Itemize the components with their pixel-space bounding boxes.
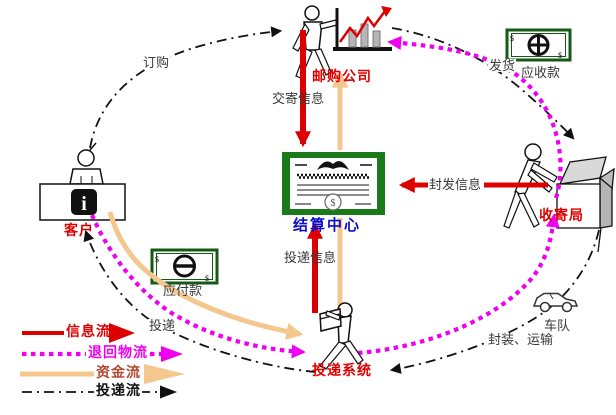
- flow-order-customer-to-company: [89, 26, 283, 149]
- money-payable-icon: $ $: [150, 248, 219, 285]
- flow-payment-customer-to-delivery: [107, 211, 304, 340]
- legend-info-flow-arrow: [109, 323, 135, 343]
- legend-label-capital-flow: 资金流: [96, 366, 141, 381]
- trend-line-icon: [338, 10, 387, 43]
- flow-return-customer-to-delivery: [90, 214, 306, 359]
- flow-transport-office-to-delivery: [389, 229, 600, 374]
- legend-label-return-flow: 退回物流: [88, 346, 148, 361]
- flow-label-payable: 应付款: [163, 283, 203, 298]
- node-label-fleet: 车队: [544, 318, 571, 333]
- seal-symbol: $: [331, 198, 336, 209]
- dollar-symbol: $: [205, 274, 209, 283]
- flow-label-delivery-info: 投递信息: [284, 250, 337, 265]
- flow-label-mailing-info: 交寄信息: [272, 91, 325, 106]
- flow-label-order: 订购: [142, 55, 171, 70]
- dollar-symbol: $: [558, 51, 562, 60]
- collection-person-icon: [503, 143, 558, 229]
- flow-label-dispatch-info: 封发信息: [428, 177, 483, 192]
- car-icon: [532, 292, 579, 313]
- node-label-delivery-system: 投递系统: [312, 364, 372, 379]
- flow-return-delivery-to-office: [357, 213, 560, 356]
- dollar-symbol: $: [510, 34, 514, 43]
- legend-label-info-flow: 信息流: [66, 325, 111, 340]
- legend-delivery-flow-arrow: [160, 385, 177, 399]
- return-flow-lines: [90, 35, 563, 359]
- legend-label-delivery-flow: 投递流: [96, 384, 141, 399]
- flow-return-office-to-company: [387, 35, 563, 199]
- money-receivable-icon: $ $: [505, 28, 572, 62]
- node-label-customer: 客户: [64, 224, 94, 239]
- eagle-emblem-icon: [317, 161, 349, 170]
- certificate-icon: $: [282, 152, 385, 215]
- info-icon: [71, 189, 97, 215]
- legend-return-flow-arrow: [161, 346, 183, 362]
- sales-chart-icon: [333, 6, 392, 51]
- customer-desk-icon: i: [39, 142, 126, 221]
- info-symbol: i: [81, 193, 87, 215]
- node-label-settlement-center: 结算中心: [293, 218, 362, 234]
- capital-flow-lines: [107, 70, 349, 340]
- walking-courier-icon: [319, 302, 364, 370]
- mail-order-person-icon: [292, 5, 338, 79]
- legend-capital-flow-arrow: [144, 364, 185, 384]
- parcel-box-icon: [556, 156, 615, 253]
- legend-samples: [20, 323, 185, 399]
- flow-label-deliver: 投递: [148, 318, 177, 333]
- flow-label-ship: 发货: [488, 58, 517, 73]
- flow-label-pack-transport: 封装、运输: [487, 332, 555, 347]
- node-label-mail-order-company: 邮购公司: [312, 70, 372, 85]
- node-label-collection-office: 收寄局: [539, 209, 584, 224]
- dollar-symbol: $: [155, 255, 159, 264]
- seal-icon: [324, 193, 342, 211]
- flow-label-receivable: 应收款: [521, 65, 561, 80]
